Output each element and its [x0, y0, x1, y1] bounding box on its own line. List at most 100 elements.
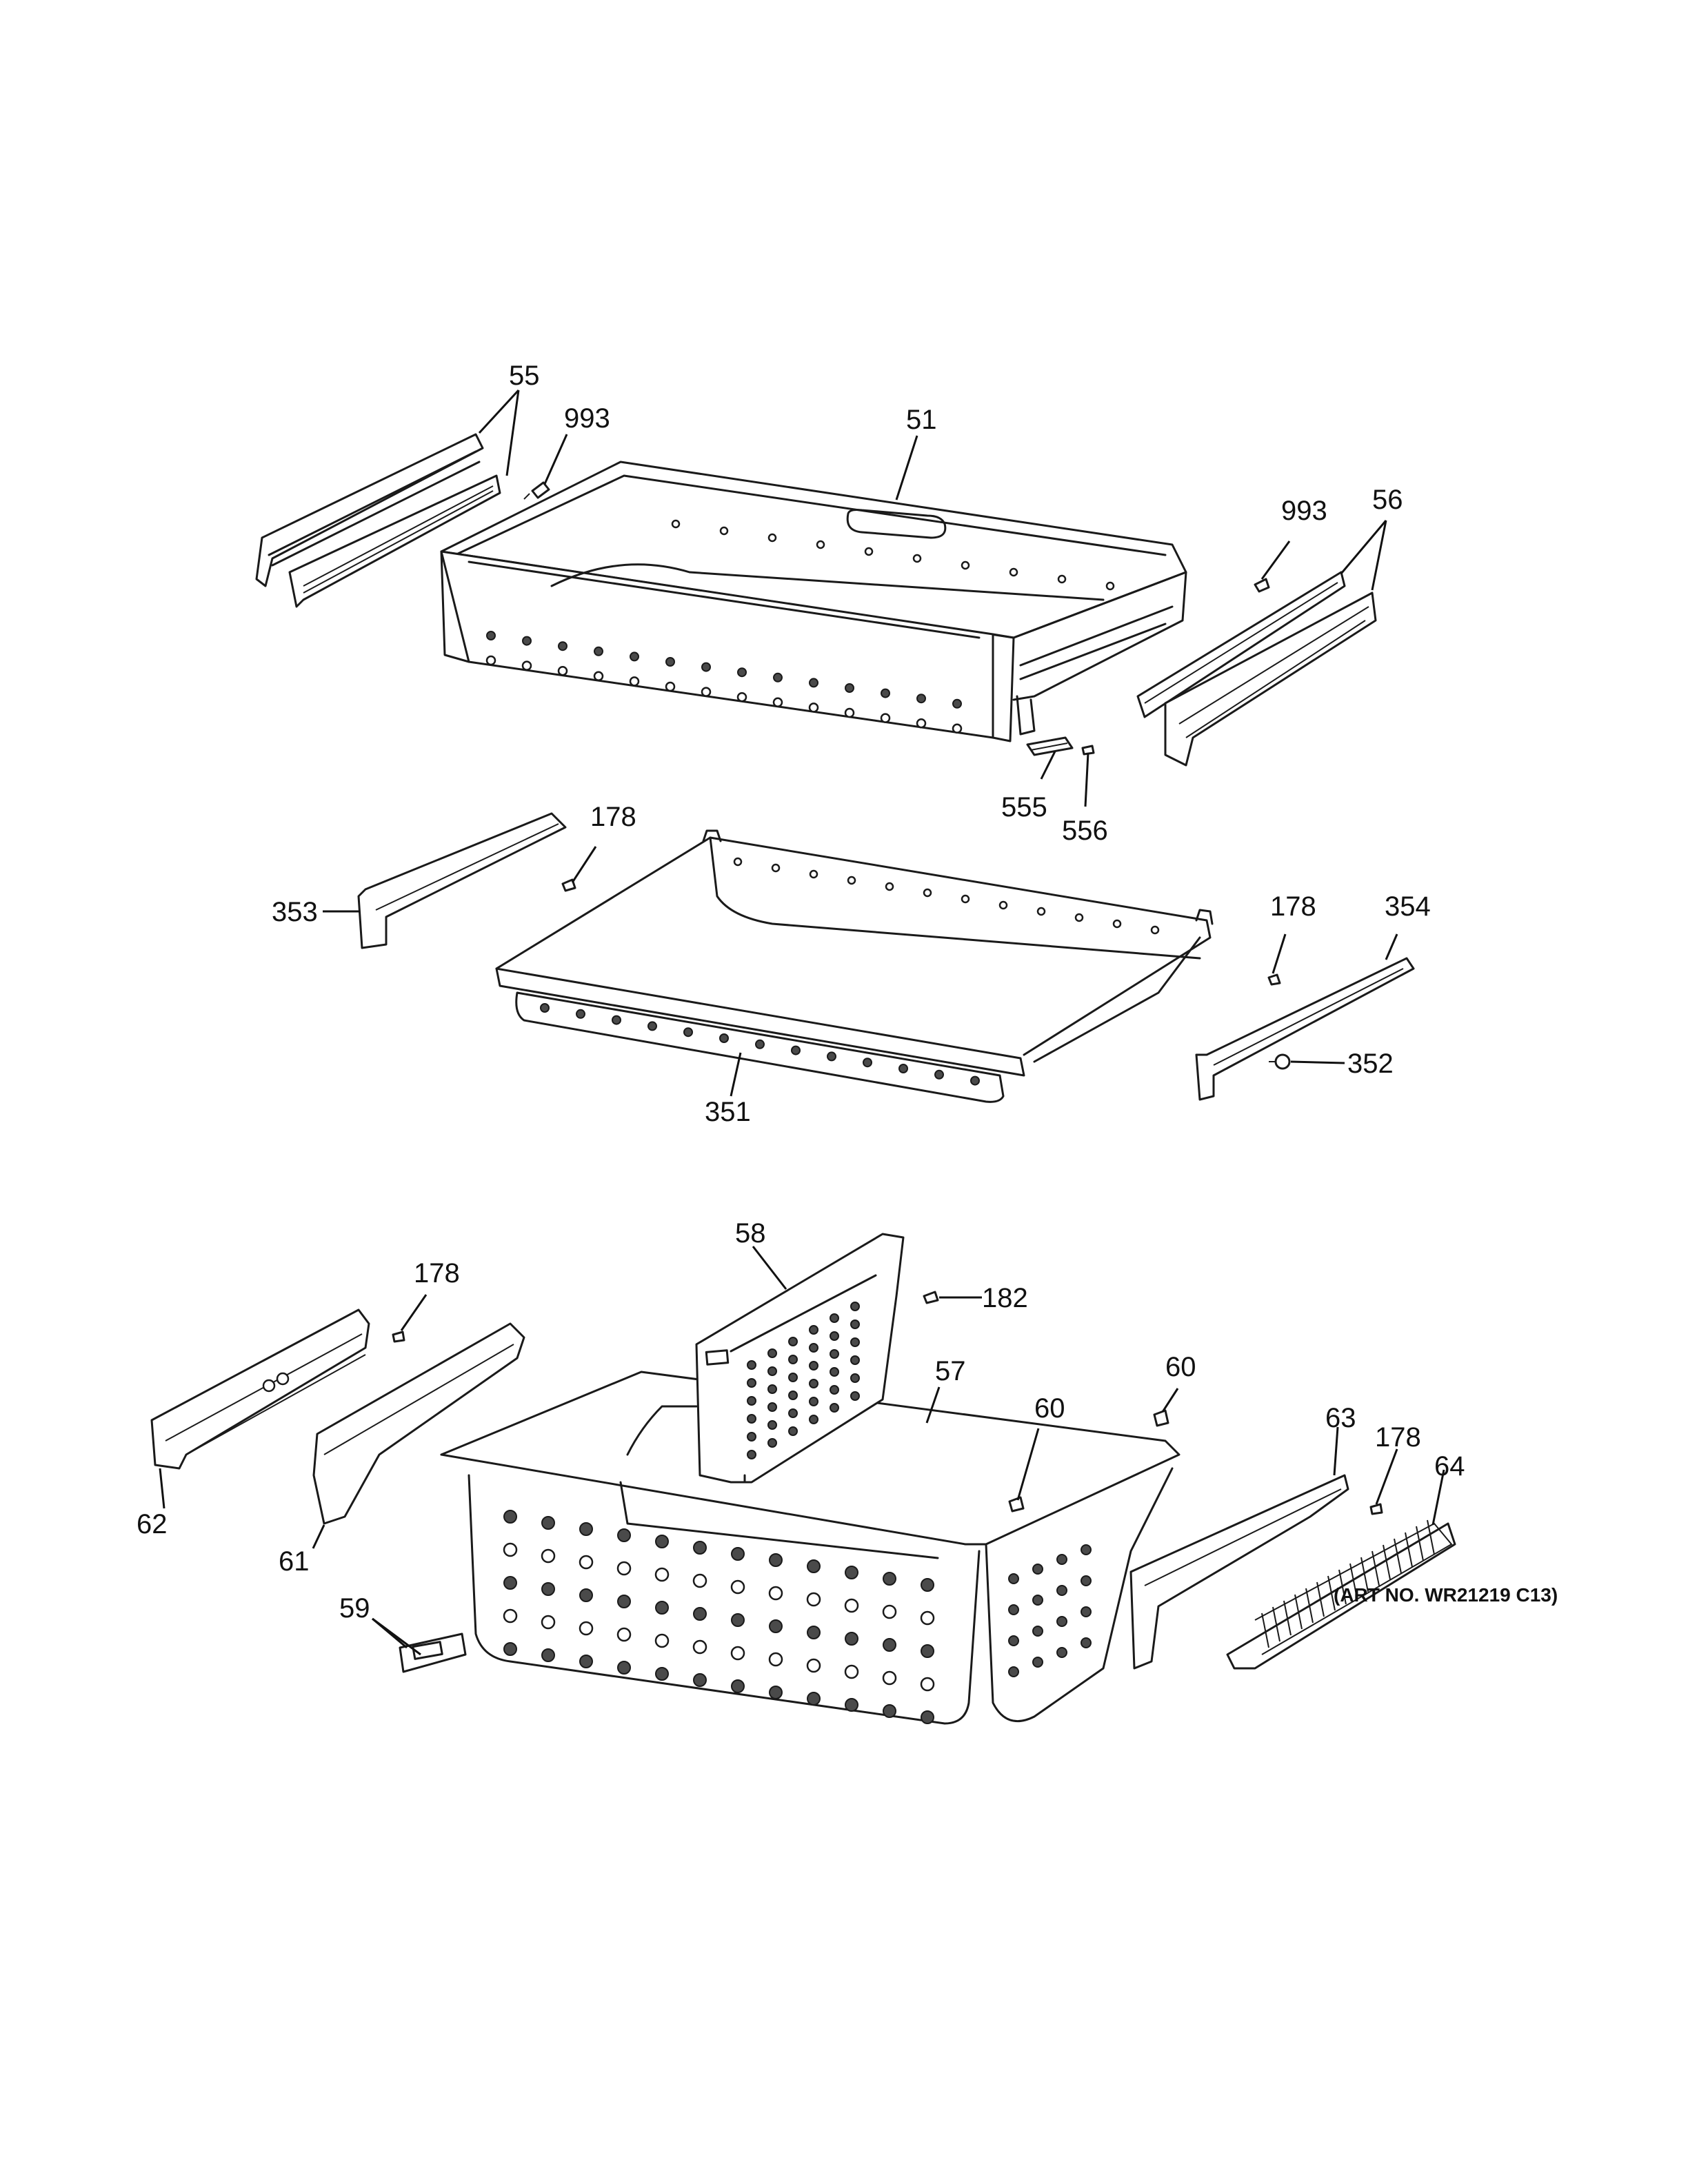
perforation-hole — [541, 1648, 555, 1662]
perforation-hole — [731, 1613, 745, 1627]
perforation-hole — [541, 1582, 555, 1596]
perforation-hole — [747, 1396, 756, 1406]
knob-part-352 — [1269, 1053, 1291, 1070]
perforation-hole — [769, 1553, 783, 1567]
screw-part-993-left — [523, 481, 550, 500]
perforation-hole — [830, 1349, 839, 1359]
perforation-hole — [921, 1578, 934, 1592]
perforation-hole — [747, 1360, 756, 1370]
perforation-hole — [788, 1408, 798, 1418]
perforation-hole — [701, 687, 712, 697]
perforation-hole — [755, 1039, 765, 1049]
screw-part-178-lower-right — [1369, 1503, 1383, 1515]
hatch-line — [1360, 1557, 1369, 1593]
perforation-hole — [540, 1003, 550, 1013]
perforation-hole — [731, 1547, 745, 1561]
leader-lines — [159, 389, 1445, 1656]
left-bracket-part-61 — [312, 1322, 525, 1525]
perforation-hole — [665, 657, 675, 667]
perforation-hole — [579, 1555, 594, 1570]
right-rail-part-354 — [1195, 957, 1415, 1101]
perforation-hole — [1112, 919, 1122, 929]
perforation-hole — [788, 1426, 798, 1436]
perforation-hole — [830, 1331, 839, 1341]
perforation-hole — [655, 1601, 669, 1615]
callout-354: 354 — [1385, 891, 1431, 922]
perforation-hole — [920, 1610, 935, 1626]
perforation-hole — [767, 1348, 777, 1358]
callout-57: 57 — [935, 1356, 966, 1386]
perforation-hole — [693, 1541, 707, 1555]
perforation-hole — [665, 681, 676, 692]
perforation-hole — [844, 1598, 859, 1613]
perforation-hole — [1009, 567, 1018, 577]
callout-labels: 55 993 51 993 56 555 556 178 353 178 354… — [137, 361, 1465, 1624]
perforation-hole — [768, 1586, 783, 1601]
perforation-hole — [844, 707, 855, 718]
hatch-line — [1427, 1519, 1435, 1555]
art-number-caption: (ART NO. WR21219 C13) — [1334, 1584, 1558, 1606]
perforation-hole — [1074, 913, 1084, 922]
divider-part-58 — [695, 1233, 905, 1484]
perforation-hole — [1056, 1554, 1067, 1565]
callout-351: 351 — [705, 1097, 751, 1127]
perforation-hole — [809, 1397, 818, 1406]
perforation-hole — [847, 876, 856, 885]
lower-basket-holes — [503, 1510, 1092, 1724]
perforation-hole — [830, 1313, 839, 1323]
perforation-hole — [767, 1402, 777, 1412]
callout-58: 58 — [735, 1218, 766, 1248]
perforation-hole — [809, 678, 818, 688]
perforation-hole — [617, 1528, 631, 1542]
upper-drawer-holes — [485, 519, 1115, 734]
screw-part-178-middle-left — [561, 878, 576, 892]
perforation-hole — [593, 671, 604, 682]
perforation-hole — [970, 1075, 980, 1086]
callout-63: 63 — [1325, 1403, 1356, 1433]
perforation-hole — [733, 857, 743, 867]
hatch-line — [1327, 1575, 1336, 1611]
hatch-line — [1305, 1588, 1314, 1624]
perforation-hole — [1056, 1585, 1067, 1596]
clip-part-60-upper — [1153, 1409, 1169, 1427]
perforation-hole — [671, 519, 681, 529]
perforation-hole — [730, 1579, 745, 1595]
hatch-line — [1283, 1600, 1292, 1636]
perforation-hole — [719, 526, 729, 536]
perforation-hole — [731, 1679, 745, 1693]
callout-555: 555 — [1001, 792, 1047, 822]
perforation-hole — [647, 1021, 657, 1031]
perforation-hole — [1081, 1637, 1092, 1648]
perforation-hole — [863, 1058, 872, 1068]
screw-part-993-right — [1254, 578, 1270, 593]
callout-55: 55 — [509, 361, 540, 391]
perforation-hole — [952, 723, 963, 734]
perforation-hole — [791, 1045, 801, 1055]
perforation-hole — [1150, 925, 1160, 935]
perforation-hole — [921, 1710, 934, 1724]
callout-60-upper: 60 — [1165, 1352, 1196, 1382]
callout-178-middle-left: 178 — [590, 802, 636, 832]
perforation-hole — [864, 547, 874, 556]
perforation-hole — [768, 1652, 783, 1667]
perforation-hole — [771, 863, 781, 873]
callout-51: 51 — [906, 405, 937, 435]
screw-part-178-middle-right — [1267, 973, 1281, 986]
perforation-hole — [912, 554, 922, 563]
perforation-hole — [921, 1644, 934, 1658]
lower-basket-part-57 — [440, 1371, 1180, 1725]
callout-59: 59 — [339, 1593, 370, 1624]
perforation-hole — [693, 1673, 707, 1687]
perforation-hole — [654, 1633, 670, 1648]
perforation-hole — [961, 560, 970, 570]
perforation-hole — [558, 641, 567, 651]
perforation-hole — [807, 1559, 821, 1573]
left-slide-rail-part-55 — [255, 433, 501, 608]
callout-178-middle-right: 178 — [1270, 891, 1316, 922]
perforation-hole — [845, 1566, 858, 1579]
perforation-hole — [882, 1670, 897, 1686]
perforation-hole — [1081, 1544, 1092, 1555]
perforation-hole — [934, 1069, 944, 1080]
perforation-hole — [881, 688, 890, 698]
